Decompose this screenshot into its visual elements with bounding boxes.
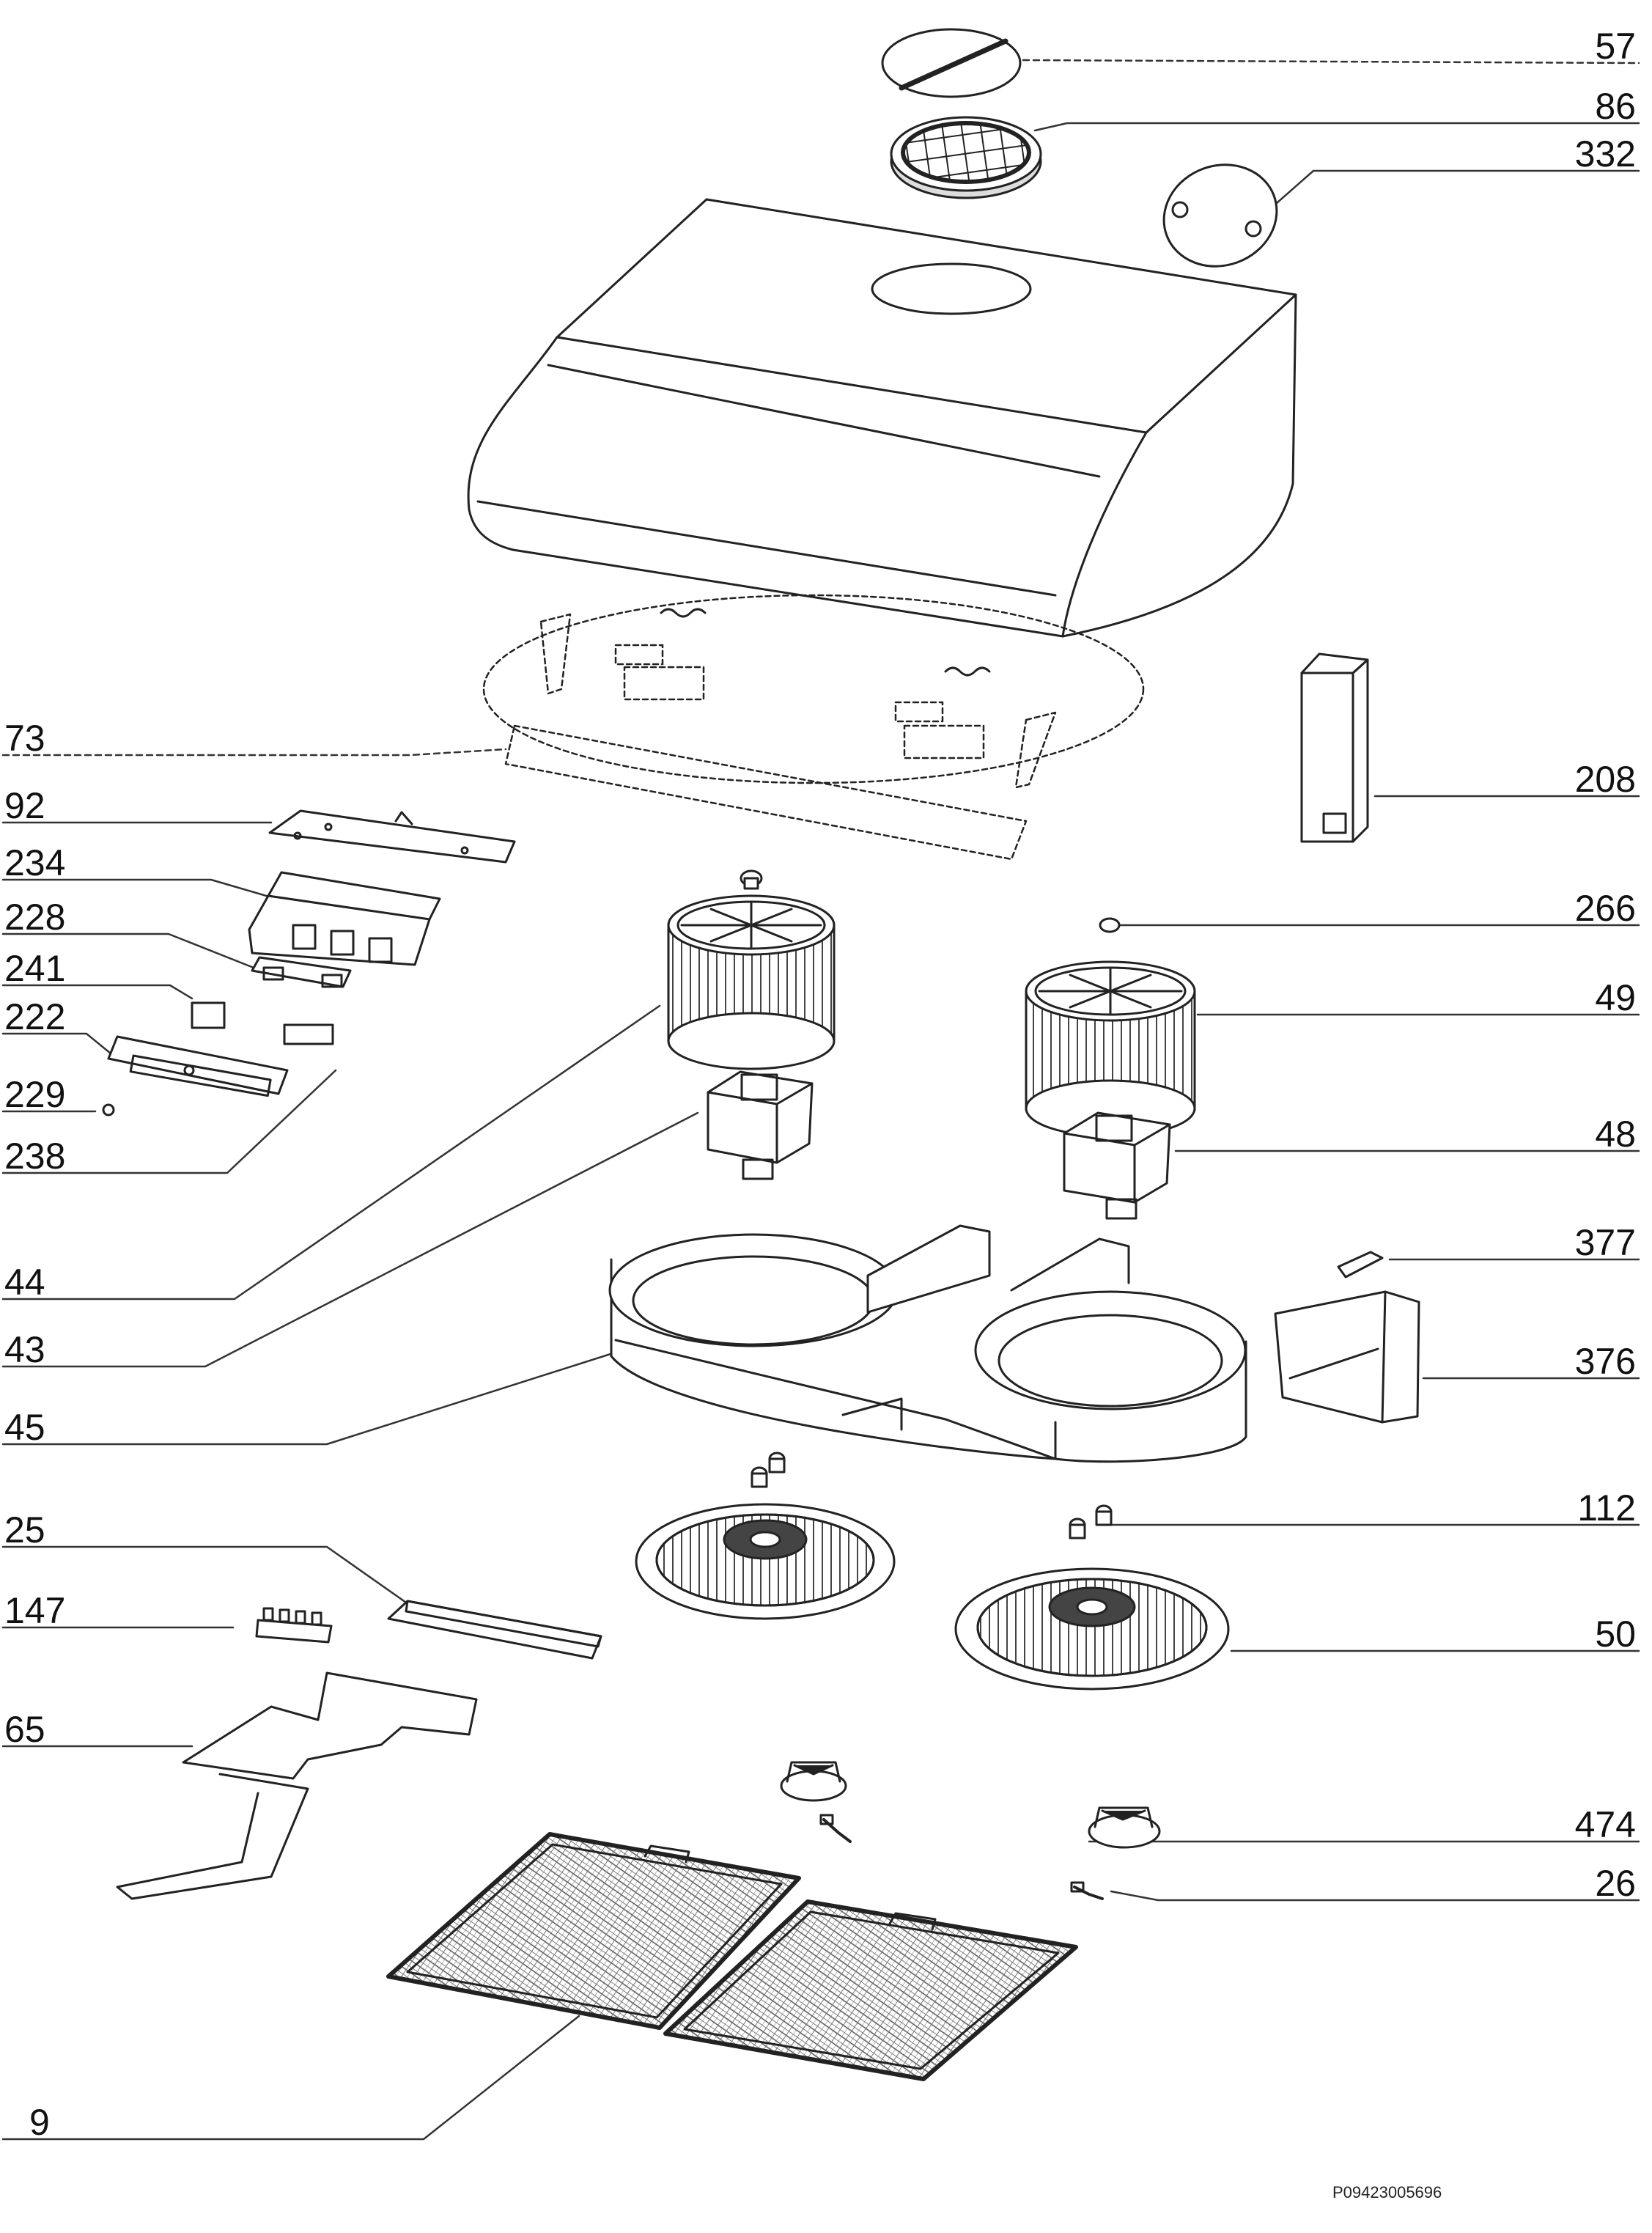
callout-57: 57 <box>1595 26 1636 67</box>
part-208-ballast <box>1300 652 1369 843</box>
part-147-terminal <box>255 1607 333 1644</box>
callout-9: 9 <box>29 2102 50 2143</box>
leader-lines-right <box>1022 59 1640 1902</box>
part-57-cover <box>881 28 1022 98</box>
callout-208: 208 <box>1574 759 1636 800</box>
part-86-grille <box>890 116 1042 199</box>
part-376-duct <box>1274 1290 1420 1424</box>
part-26-lamp <box>819 1814 1104 1900</box>
callout-332: 332 <box>1574 133 1636 174</box>
part-228-switchboard <box>251 956 352 988</box>
part-48-motor <box>1063 1111 1171 1220</box>
part-92-bracket <box>268 809 516 864</box>
callout-238: 238 <box>4 1136 66 1177</box>
callout-234: 234 <box>4 842 66 883</box>
part-25-tray <box>387 1600 602 1660</box>
document-reference: P09423005696 <box>1332 2183 1442 2201</box>
part-9-filters <box>386 1832 1078 2081</box>
callout-48: 48 <box>1595 1114 1636 1155</box>
callout-25: 25 <box>4 1509 45 1550</box>
callout-44: 44 <box>4 1262 45 1303</box>
springs <box>660 608 991 677</box>
hood-body <box>467 198 1297 638</box>
part-222-fascia <box>107 1035 289 1097</box>
callout-49: 49 <box>1595 977 1636 1018</box>
part-73-clip-group <box>482 594 1145 861</box>
part-241-knobs <box>191 1001 334 1045</box>
callout-65: 65 <box>4 1709 45 1750</box>
callout-147: 147 <box>4 1590 66 1631</box>
callout-26: 26 <box>1595 1863 1636 1904</box>
part-44-fan <box>667 869 836 1070</box>
callout-376: 376 <box>1574 1341 1636 1382</box>
part-65-frame <box>116 1671 478 1900</box>
callout-45: 45 <box>4 1407 45 1448</box>
part-43-motor <box>707 1070 814 1180</box>
part-234-housing <box>248 871 441 966</box>
callout-229: 229 <box>4 1074 66 1115</box>
leader-lines-left <box>1 748 699 2141</box>
callout-222: 222 <box>4 996 66 1037</box>
part-50-impeller <box>954 1567 1230 1691</box>
callout-92: 92 <box>4 785 45 826</box>
part-45-housing <box>608 1224 1247 1463</box>
part-332-plate <box>1162 163 1278 268</box>
callout-241: 241 <box>4 948 66 989</box>
part-229-screw <box>102 1103 115 1116</box>
callout-377: 377 <box>1574 1222 1636 1263</box>
callout-86: 86 <box>1595 86 1636 127</box>
callout-43: 43 <box>4 1329 45 1370</box>
callout-73: 73 <box>4 718 45 759</box>
callout-112: 112 <box>1577 1487 1636 1528</box>
callout-228: 228 <box>4 897 66 938</box>
callout-474: 474 <box>1574 1804 1636 1845</box>
part-impeller-left <box>635 1503 896 1620</box>
part-49-fan <box>1025 917 1196 1138</box>
callout-266: 266 <box>1574 888 1636 929</box>
part-112-feet <box>751 1452 1113 1539</box>
part-474-knob <box>780 1761 1161 1849</box>
callout-50: 50 <box>1595 1614 1636 1655</box>
part-377-clip <box>1337 1251 1384 1279</box>
